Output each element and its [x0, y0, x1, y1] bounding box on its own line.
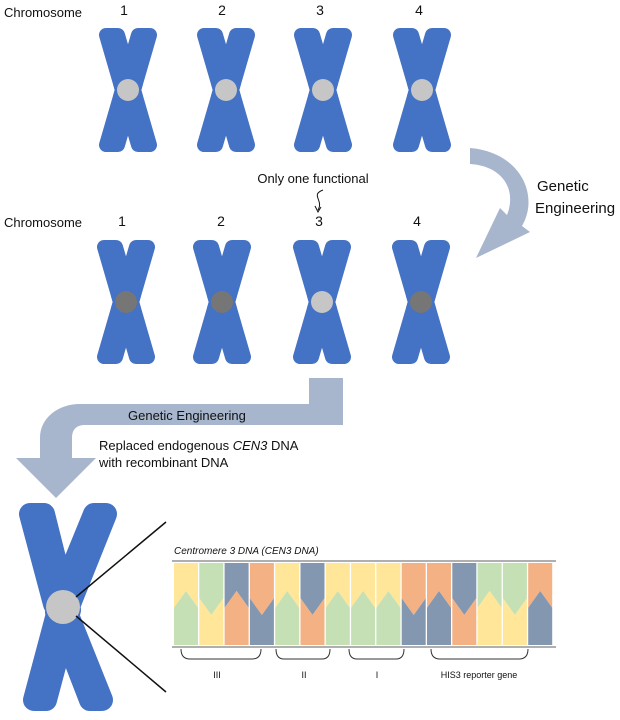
zoom-line-bottom — [75, 615, 167, 693]
bracket-label-I: I — [376, 670, 379, 680]
desc-italic: CEN3 — [233, 438, 268, 453]
curved-arrow-label-line1: Genetic — [537, 178, 589, 195]
large-chromosome — [19, 503, 117, 711]
bottom-arrow-shape — [16, 378, 343, 498]
row2-number-3: 3 — [315, 213, 323, 229]
bracket-label-HIS3: HIS3 reporter gene — [441, 670, 518, 680]
dna-block-top — [300, 563, 325, 615]
bracket-II — [275, 648, 331, 660]
dna-block-bottom — [174, 591, 198, 645]
row2-number-1: 1 — [118, 213, 126, 229]
curved-arrow-label-line2: Engineering — [535, 200, 615, 217]
dna-block-bottom — [376, 591, 401, 645]
row1-label: Chromosome — [4, 5, 82, 20]
dna-block-bottom — [199, 598, 224, 645]
dna-block-top — [199, 563, 224, 615]
row2-number-2: 2 — [217, 213, 225, 229]
row2-chromosome-3 — [300, 247, 344, 357]
row2-centromere-4 — [410, 291, 432, 313]
dna-panel: Centromere 3 DNA (CEN3 DNA) III II I HIS… — [172, 546, 556, 680]
row1-number-1: 1 — [120, 2, 128, 18]
row2-centromere-2 — [211, 291, 233, 313]
annotation-pointer-head — [314, 205, 322, 214]
row1-centromere-3 — [312, 79, 334, 101]
bottom-arrow-description-line2: with recombinant DNA — [98, 455, 229, 470]
dna-brackets — [180, 648, 529, 660]
dna-panel-title: Centromere 3 DNA (CEN3 DNA) — [174, 546, 319, 557]
dna-block-top — [502, 563, 527, 615]
row2-number-4: 4 — [413, 213, 421, 229]
dna-block-bottom — [452, 598, 477, 645]
dna-block-top — [427, 563, 451, 608]
dna-block-top — [528, 563, 553, 608]
annotation-pointer — [316, 189, 324, 211]
curved-arrow-shape — [470, 148, 530, 258]
row1-number-4: 4 — [415, 2, 423, 18]
dna-block-bottom — [224, 591, 249, 645]
desc-prefix: Replaced endogenous — [99, 438, 233, 453]
dna-block-bottom — [300, 598, 325, 645]
bracket-I — [348, 648, 405, 660]
only-one-functional-annotation: Only one functional — [257, 171, 368, 186]
bracket-III — [180, 648, 262, 660]
row2-centromere-1 — [115, 291, 137, 313]
row1-chromosome-3 — [301, 35, 345, 145]
bracket-label-III: III — [213, 670, 221, 680]
bracket-label-II: II — [301, 670, 306, 680]
row2-chromosome-4 — [399, 247, 443, 357]
row2-chromosome-1 — [104, 247, 148, 357]
dna-block-top — [452, 563, 477, 615]
dna-block-top — [401, 563, 426, 615]
row2-label: Chromosome — [4, 215, 82, 230]
dna-block-top — [351, 563, 376, 608]
large-centromere — [46, 590, 80, 624]
dna-block-top — [325, 563, 350, 608]
dna-block-top — [174, 563, 198, 608]
bracket-HIS3 — [430, 648, 529, 660]
row1-centromere-1 — [117, 79, 139, 101]
row2: Only one functional Chromosome 1 2 3 4 — [4, 171, 443, 357]
desc-suffix: DNA — [267, 438, 298, 453]
dna-block-bottom — [351, 591, 376, 645]
dna-block-bottom — [427, 591, 451, 645]
dna-block-bottom — [502, 598, 527, 645]
row2-chromosome-2 — [200, 247, 244, 357]
row1-centromere-2 — [215, 79, 237, 101]
bottom-arrow-title: Genetic Engineering — [128, 408, 246, 423]
dna-block-top — [249, 563, 274, 615]
dna-block-top — [275, 563, 300, 608]
bottom-arrow: Genetic Engineering Replaced endogenous … — [16, 378, 343, 498]
row1-centromere-4 — [411, 79, 433, 101]
dna-block-bottom — [325, 591, 350, 645]
bottom-arrow-description-line1: Replaced endogenous CEN3 DNA — [99, 438, 299, 453]
row2-centromere-3 — [311, 291, 333, 313]
dna-block-bottom — [275, 591, 300, 645]
row1-chromosome-1 — [106, 35, 150, 145]
dna-block-top — [376, 563, 401, 608]
dna-block-bottom — [528, 591, 553, 645]
dna-block-top — [224, 563, 249, 608]
dna-block-bottom — [477, 591, 502, 645]
row1-number-3: 3 — [316, 2, 324, 18]
dna-block-top — [477, 563, 502, 608]
row1-chromosome-2 — [204, 35, 248, 145]
curved-arrow: Genetic Engineering — [470, 148, 615, 258]
row1: Chromosome 1 2 3 4 — [4, 2, 444, 145]
dna-block-bottom — [401, 598, 426, 645]
zoom-line-top — [75, 521, 167, 598]
row1-chromosome-4 — [400, 35, 444, 145]
dna-blocks — [174, 563, 553, 645]
dna-block-bottom — [249, 598, 274, 645]
row1-number-2: 2 — [218, 2, 226, 18]
